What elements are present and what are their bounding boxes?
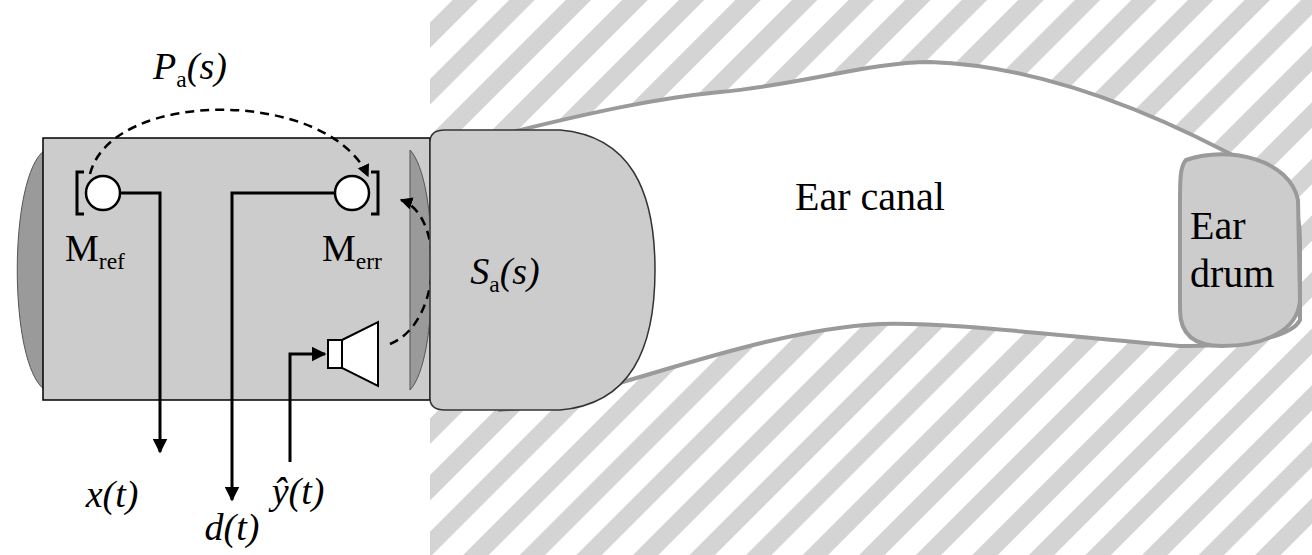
signal-name: ŷ(t): [272, 471, 325, 513]
earbud-cap: [410, 150, 432, 390]
node-label: Ear drum: [1190, 202, 1294, 298]
transfer-function: Pa(s): [153, 46, 227, 93]
mic-bracket: [77, 172, 84, 214]
node-label: Ear canal: [795, 173, 945, 221]
mic-bracket: [371, 172, 378, 214]
ear-canal-shape: [430, 55, 1305, 420]
loudspeaker: [328, 340, 342, 368]
reference-microphone: [86, 176, 120, 210]
ear-drum: Ear drum: [1178, 150, 1302, 350]
microphone-name: Merr: [322, 228, 382, 275]
earbud-cap: [17, 150, 45, 390]
microphone-name: Mref: [65, 228, 125, 275]
earbud-housing: [43, 138, 430, 400]
signal-wire: [232, 193, 334, 500]
signal-name: x(t): [86, 474, 139, 516]
signal-wire: [121, 193, 160, 452]
secondary-path: [390, 200, 432, 344]
ear-drum-outline: [1180, 154, 1300, 346]
signal-wire: [290, 354, 325, 462]
ear-tip: [430, 130, 655, 410]
transfer-function: Sa(s): [470, 251, 540, 298]
ear-drum-shape: [1178, 150, 1302, 350]
ear-canal: Ear canal: [430, 55, 1305, 420]
error-microphone: [335, 176, 369, 210]
loudspeaker-cone: [342, 322, 378, 386]
primary-path: [90, 110, 368, 176]
signal-name: d(t): [205, 507, 260, 549]
head-hatching: [430, 0, 1312, 555]
